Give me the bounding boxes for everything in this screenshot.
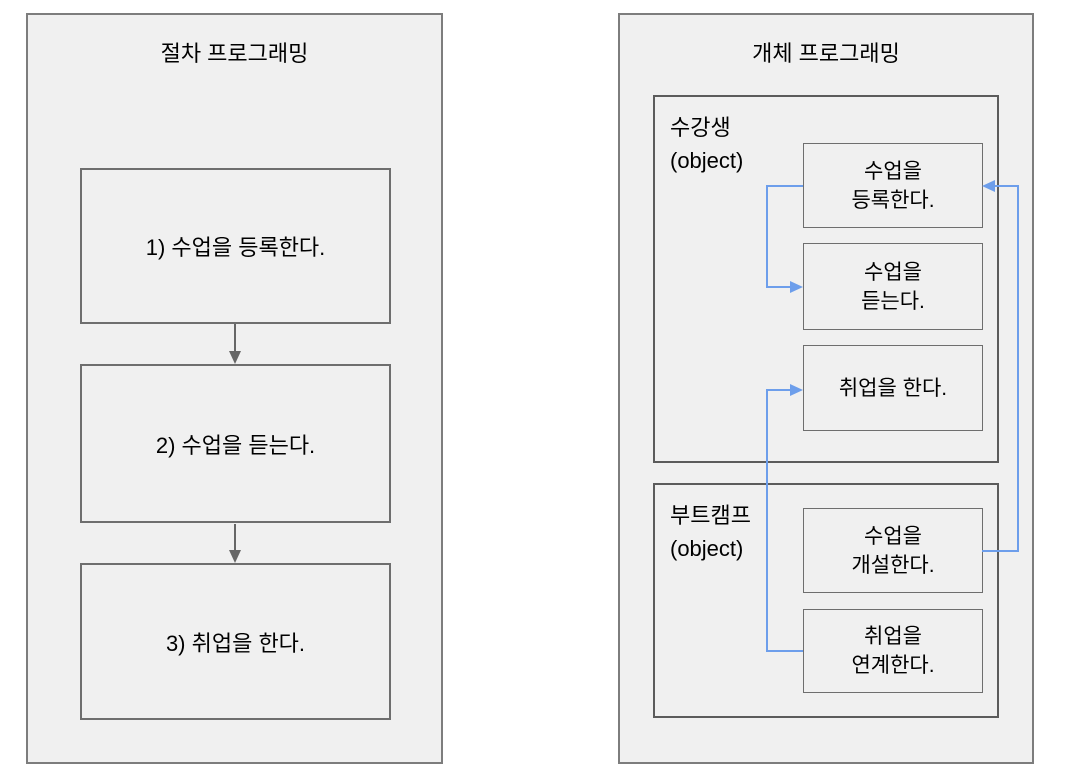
procedural-panel-title: 절차 프로그래밍 [160,41,309,66]
method-box-attend-class: 수업을 듣는다. [803,243,983,330]
step-box-register-class: 1) 수업을 등록한다. [80,168,391,324]
method-box-get-job: 취업을 한다. [803,345,983,431]
step-box-attend-class: 2) 수업을 듣는다. [80,364,391,523]
method-box-connect-job: 취업을 연계한다. [803,609,983,693]
step-box-get-job: 3) 취업을 한다. [80,563,391,720]
object-panel-title: 개체 프로그래밍 [752,41,900,66]
method-box-open-class: 수업을 개설한다. [803,508,983,593]
method-box-register-class: 수업을 등록한다. [803,143,983,228]
student-object-label: 수강생 (object) [670,115,744,173]
bootcamp-object-label: 부트캠프 (object) [670,503,751,561]
